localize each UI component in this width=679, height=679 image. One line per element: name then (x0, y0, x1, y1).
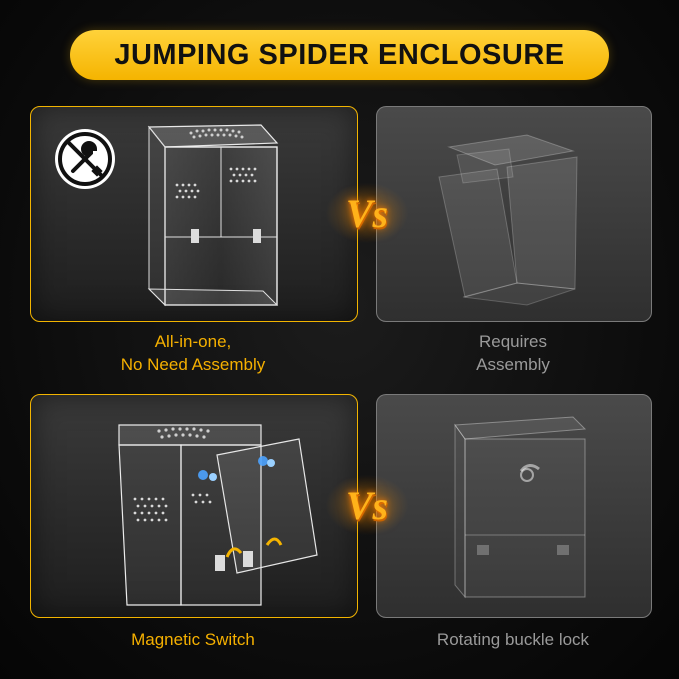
versus-badge-row1: Vs (322, 180, 412, 246)
rotating-buckle-caption: Rotating buckle lock (436, 630, 590, 649)
all-in-one-enclosure-image (147, 124, 279, 307)
no-tools-icon (55, 129, 115, 189)
all-in-one-caption: All-in-one, No Need Assembly (120, 332, 266, 374)
magnetic-switch-panel (30, 394, 358, 618)
magnetic-switch-caption: Magnetic Switch (131, 630, 255, 649)
versus-badge-row2: Vs (322, 472, 412, 538)
magnetic-enclosure-image (118, 424, 318, 606)
rotating-buckle-panel (376, 394, 652, 618)
requires-assembly-caption: Requires Assembly (476, 332, 550, 374)
page-title: JUMPING SPIDER ENCLOSURE (114, 38, 565, 71)
title-banner: JUMPING SPIDER ENCLOSURE (70, 30, 609, 80)
requires-assembly-panel (376, 106, 652, 322)
all-in-one-panel (30, 106, 358, 322)
buckle-lock-enclosure-image (454, 416, 587, 599)
disassembled-enclosure-image (438, 134, 578, 306)
